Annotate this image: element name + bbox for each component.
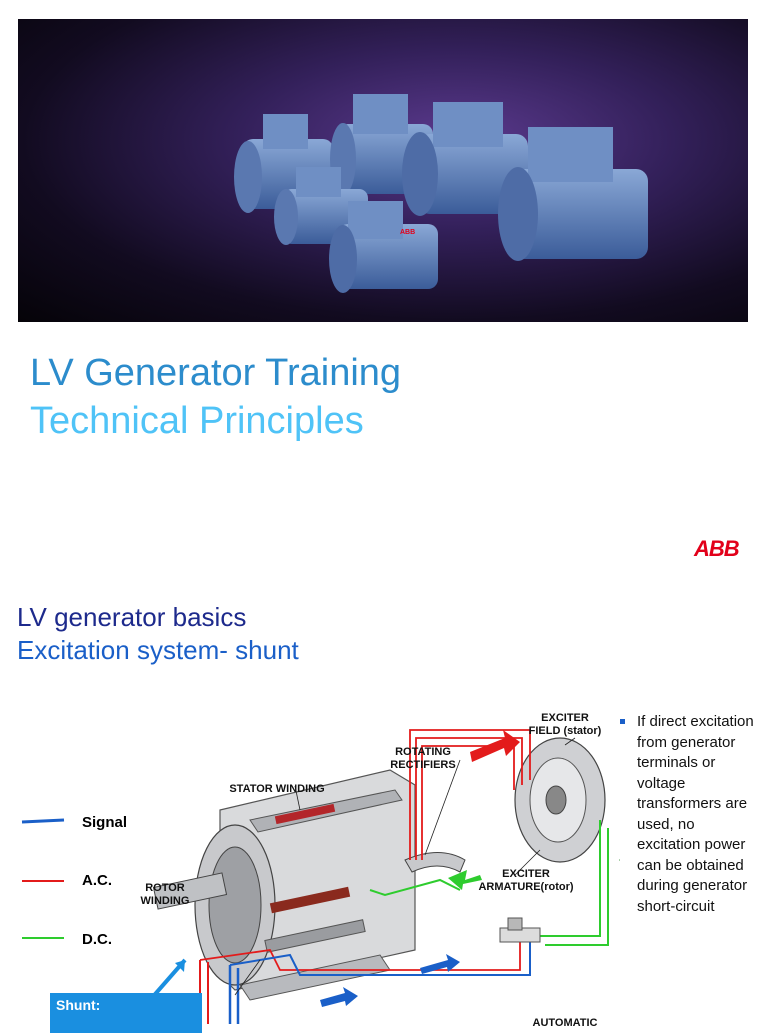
legend-dc-label: D.C. <box>82 931 112 948</box>
rectifier-ring <box>404 852 466 873</box>
bullet-text: If direct excitation from generator term… <box>637 713 754 915</box>
exciter-field-stator <box>514 737 606 863</box>
slide-heading: LV generator basics <box>17 602 247 632</box>
generator-unit: ABB <box>329 201 438 293</box>
slide-title: LV Generator Training <box>30 352 402 394</box>
title-slide: ABB LV Generator Training Technical Prin… <box>18 19 748 561</box>
generator-housing <box>152 769 416 1001</box>
signal-swatch <box>21 818 65 824</box>
abb-logo: ABB <box>694 536 740 561</box>
slide-subheading: Excitation system- shunt <box>17 635 299 665</box>
shunt-callout-text: Shunt: <box>56 997 101 1013</box>
legend-ac-label: A.C. <box>82 872 112 889</box>
generator-unit <box>498 127 648 261</box>
rotor-winding-label: ROTOR WINDING <box>140 882 190 907</box>
blue-arrow <box>320 987 358 1007</box>
content-slide: LV generator basics Excitation system- s… <box>0 580 768 1033</box>
exciter-field-label: EXCITER FIELD (stator) <box>528 712 602 737</box>
stator-winding-label: STATOR WINDING <box>229 783 325 795</box>
slide-subtitle: Technical Principles <box>30 400 364 442</box>
generator-photo: ABB <box>18 19 748 322</box>
blue-arrow <box>420 954 460 974</box>
green-arrow <box>448 870 482 890</box>
legend-swatches <box>21 818 65 939</box>
legend-signal-label: Signal <box>82 814 128 831</box>
generators-illustration: ABB <box>234 94 648 293</box>
exciter-armature-label: EXCITER ARMATURE(rotor) <box>478 868 574 893</box>
machine-badge: ABB <box>400 229 415 236</box>
shunt-callout: Shunt: <box>50 993 202 1033</box>
excitation-diagram <box>148 729 620 1024</box>
rotating-rectifiers-label: ROTATING RECTIFIERS <box>390 746 456 771</box>
generator-unit <box>234 114 333 213</box>
red-arrow <box>470 730 520 762</box>
bullet-square-icon <box>620 719 625 724</box>
